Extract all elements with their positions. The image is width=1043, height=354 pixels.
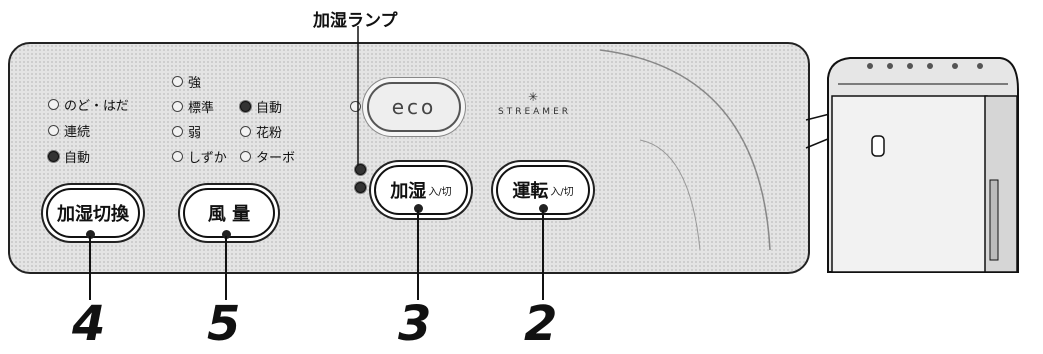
indicator-humid-auto: 自動 (48, 147, 90, 166)
fan-speed-press-point (222, 230, 231, 239)
indicator-quiet: しずか (172, 147, 227, 166)
humid-switch-press-point (86, 230, 95, 239)
indicator-lamp-lit-icon (240, 101, 251, 112)
indicator-continuous: 連続 (48, 121, 90, 140)
callout-number-3: 3 (398, 296, 432, 352)
eco-button[interactable]: eco (367, 82, 461, 132)
indicator-label: 自動 (256, 101, 283, 116)
streamer-brand: STREAMER (498, 107, 572, 117)
indicator-label: 強 (188, 76, 202, 91)
indicator-label: 自動 (64, 151, 91, 166)
indicator-lamp-icon (172, 126, 183, 137)
button-label: 加湿 (390, 181, 427, 202)
indicator-turbo: ターボ (240, 147, 295, 166)
fan-speed-button[interactable]: 風 量 (183, 188, 275, 238)
indicator-lamp-icon (172, 76, 183, 87)
button-label: 加湿切換 (57, 204, 129, 225)
button-label: 運転 (512, 181, 549, 202)
streamer-logo-icon: ✳ (528, 90, 539, 104)
indicator-label: ターボ (256, 151, 296, 166)
humidify-power-press-point (414, 204, 423, 213)
indicator-lamp-icon (172, 101, 183, 112)
indicator-lamp-icon (48, 99, 59, 110)
indicator-label: のど・はだ (64, 99, 129, 114)
indicator-lamp-icon (240, 151, 251, 162)
humidify-lamp-label: 加湿ランプ (313, 11, 398, 31)
button-sublabel: 入/切 (428, 186, 452, 198)
indicator-label: 標準 (188, 101, 215, 116)
callout-number-2: 2 (524, 296, 558, 352)
indicator-mode-auto: 自動 (240, 97, 282, 116)
indicator-label: 花粉 (256, 126, 283, 141)
control-panel (8, 42, 810, 274)
button-sublabel: 入/切 (550, 186, 574, 198)
indicator-nodo-hada: のど・はだ (48, 95, 129, 114)
eco-lamp-icon (350, 101, 361, 112)
indicator-label: しずか (188, 151, 227, 166)
humidify-lamp-icon (355, 164, 366, 175)
callout-number-5: 5 (207, 296, 241, 352)
indicator-lamp-icon (172, 151, 183, 162)
humidify-lamp-indicator-icon (355, 182, 366, 193)
indicator-strong: 強 (172, 72, 201, 91)
indicator-pollen: 花粉 (240, 122, 282, 141)
purifier-unit-icon (827, 57, 1019, 273)
button-label: 風 量 (207, 204, 251, 225)
run-power-press-point (539, 204, 548, 213)
indicator-lamp-lit-icon (48, 151, 59, 162)
callout-number-4: 4 (72, 296, 106, 352)
humid-switch-button[interactable]: 加湿切換 (46, 188, 140, 238)
indicator-lamp-icon (48, 125, 59, 136)
indicator-standard: 標準 (172, 97, 214, 116)
indicator-label: 弱 (188, 126, 202, 141)
indicator-label: 連続 (64, 125, 91, 140)
indicator-lamp-icon (240, 126, 251, 137)
indicator-weak: 弱 (172, 122, 201, 141)
